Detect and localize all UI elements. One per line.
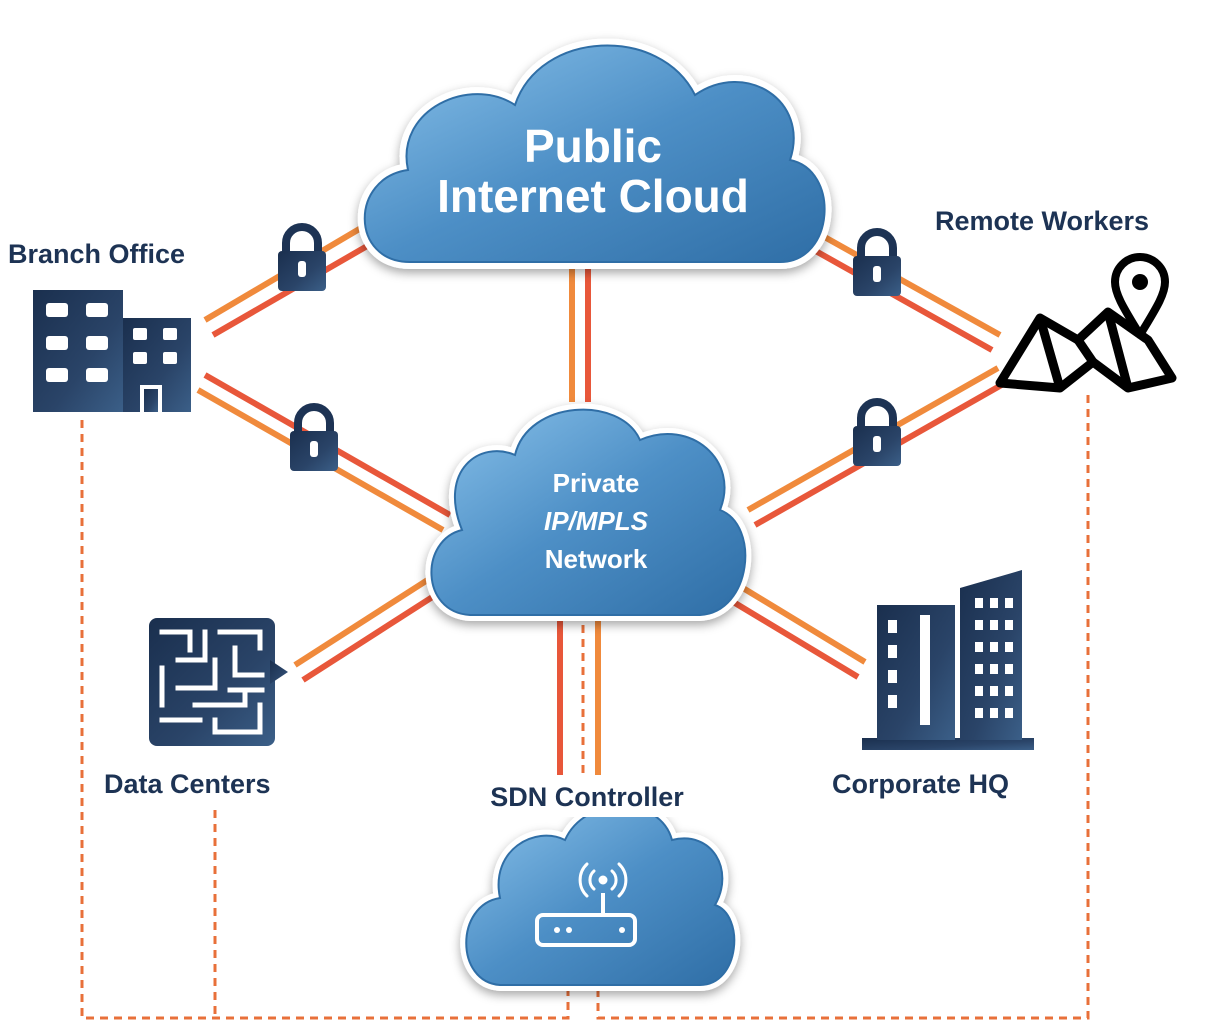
private-cloud-line1: Private xyxy=(553,468,640,498)
lock-icon xyxy=(853,398,901,466)
public-cloud-line2: Internet Cloud xyxy=(437,170,749,222)
sdn-controller-label: SDN Controller xyxy=(490,782,684,812)
public-cloud-line1: Public xyxy=(524,120,662,172)
dashed-link-remote xyxy=(596,395,1090,1020)
network-links xyxy=(196,215,1007,790)
sdn-label-backing xyxy=(455,775,720,817)
link-private-sdn xyxy=(557,610,601,790)
lock-icon xyxy=(278,223,326,291)
lock-icon xyxy=(290,403,338,471)
link-datacenter-private xyxy=(293,569,450,683)
dashed-link-branch xyxy=(80,420,570,1020)
skyscraper-icon xyxy=(862,570,1034,750)
private-cloud-line2: IP/MPLS xyxy=(544,506,649,536)
link-hq-private xyxy=(728,582,867,680)
private-mpls-cloud: Private IP/MPLS Network xyxy=(425,403,752,621)
map-pin-icon xyxy=(995,253,1177,393)
public-internet-cloud: Public Internet Cloud xyxy=(357,38,832,269)
corporate-hq-label: Corporate HQ xyxy=(832,769,1009,799)
private-cloud-line3: Network xyxy=(545,544,648,574)
link-public-remote xyxy=(803,227,1002,353)
locks xyxy=(278,223,901,471)
remote-workers-label: Remote Workers xyxy=(935,206,1149,236)
branch-office-label: Branch Office xyxy=(8,239,185,269)
sdn-controller-cloud xyxy=(460,800,741,991)
building-icon xyxy=(33,290,191,412)
maze-icon xyxy=(149,618,288,746)
router-icon xyxy=(535,893,637,947)
link-public-private xyxy=(569,268,591,402)
wifi-icon xyxy=(578,862,628,898)
data-centers-label: Data Centers xyxy=(104,769,271,799)
sdn-dashed-links xyxy=(80,395,1090,1020)
lock-icon xyxy=(853,228,901,296)
